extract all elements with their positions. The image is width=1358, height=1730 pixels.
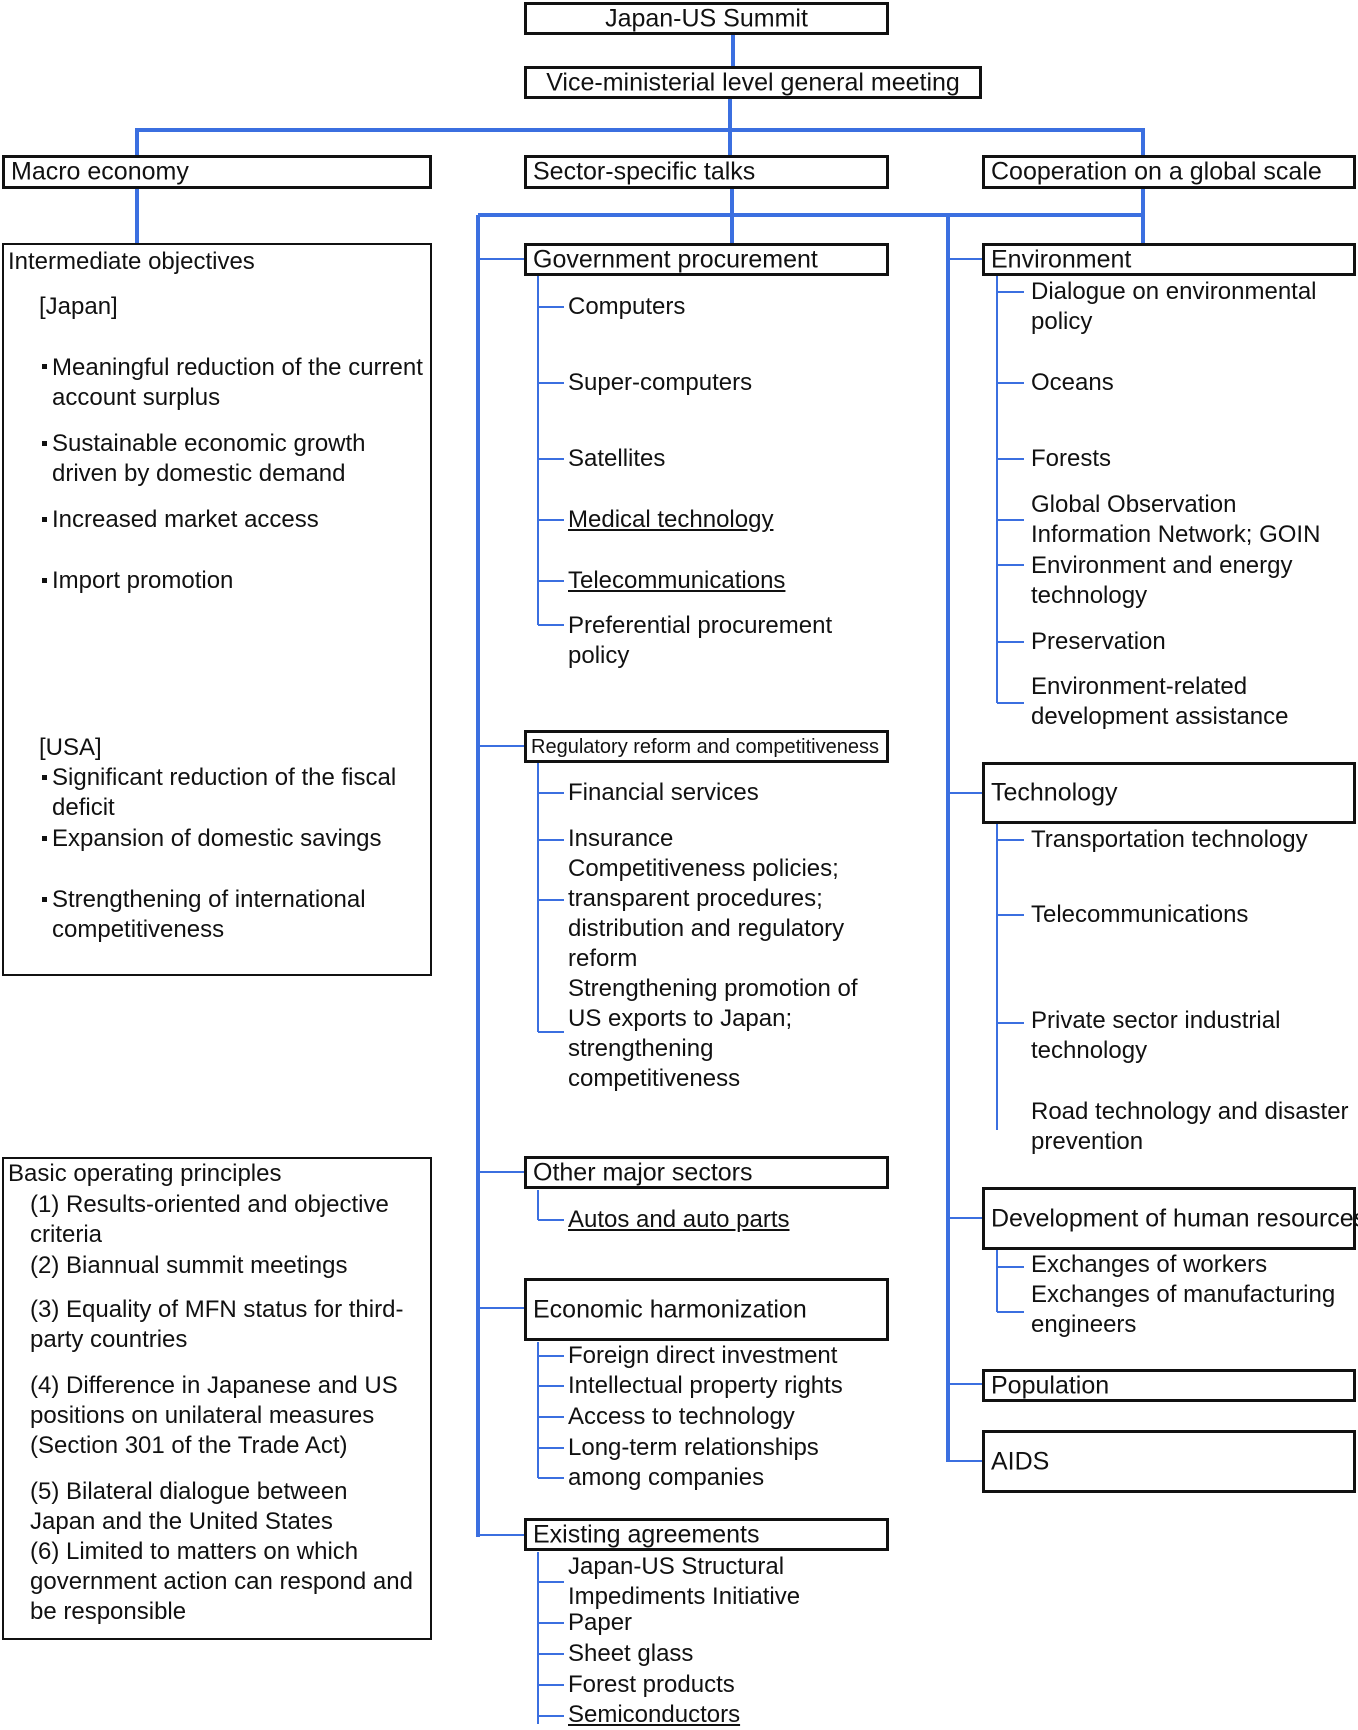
environment-box: Environment xyxy=(982,243,1356,276)
technology-label: Technology xyxy=(991,778,1118,807)
reg-item: Financial services xyxy=(568,779,759,806)
other-item: Autos and auto parts xyxy=(568,1206,790,1233)
existing-agreements-box: Existing agreements xyxy=(524,1518,889,1551)
exist-item: Sheet glass xyxy=(568,1640,694,1667)
regulatory-reform-box: Regulatory reform and competitiveness xyxy=(524,730,889,763)
gov-item: Preferential procurement policy xyxy=(568,612,833,669)
macro-economy-label: Macro economy xyxy=(11,157,189,186)
other-sectors-box: Other major sectors xyxy=(524,1156,889,1189)
principle-item: (4) Difference in Japanese and US positi… xyxy=(30,1372,398,1459)
principle-item: (2) Biannual summit meetings xyxy=(30,1252,348,1279)
sector-talks-label: Sector-specific talks xyxy=(533,157,756,186)
harm-item: Long-term relationships among companies xyxy=(568,1434,819,1491)
principles-box xyxy=(2,1157,432,1640)
env-item: Global Observation Information Network; … xyxy=(1031,491,1321,548)
government-procurement-box: Government procurement xyxy=(524,243,889,276)
env-item: Oceans xyxy=(1031,369,1114,396)
tech-item: Telecommunications xyxy=(1031,901,1249,928)
intermediate-objectives-box xyxy=(2,243,432,976)
env-item: Dialogue on environmental policy xyxy=(1031,278,1317,335)
government-procurement-label: Government procurement xyxy=(533,245,818,273)
human-resources-label: Development of human resources xyxy=(991,1204,1358,1232)
global-cooperation-label: Cooperation on a global scale xyxy=(991,157,1322,186)
bullet-icon xyxy=(42,775,47,780)
gov-item: Satellites xyxy=(568,445,666,472)
exist-item: Japan-US Structural Impediments Initiati… xyxy=(568,1553,801,1610)
exist-item: Paper xyxy=(568,1609,633,1636)
other-sectors-label: Other major sectors xyxy=(533,1158,753,1186)
japan-objective: Increased market access xyxy=(52,506,319,533)
bullet-icon xyxy=(42,897,47,902)
gov-item: Telecommunications xyxy=(568,567,786,594)
tech-item: Transportation technology xyxy=(1031,826,1308,853)
aids-box: AIDS xyxy=(982,1430,1356,1493)
vice-ministerial-box: Vice-ministerial level general meeting xyxy=(524,66,982,99)
japan-objective: Import promotion xyxy=(52,567,234,594)
usa-objective: Expansion of domestic savings xyxy=(52,825,382,852)
hr-item: Exchanges of workers Exchanges of manufa… xyxy=(1031,1251,1336,1338)
regulatory-reform-label: Regulatory reform and competitiveness xyxy=(531,735,879,758)
harm-item: Foreign direct investment xyxy=(568,1342,838,1369)
exist-item: Semiconductors xyxy=(568,1701,741,1728)
reg-item: Insurance Competitiveness policies; tran… xyxy=(568,825,858,1092)
japan-objective: Sustainable economic growth driven by do… xyxy=(52,430,366,487)
bullet-icon xyxy=(42,517,47,522)
bullet-icon xyxy=(42,578,47,583)
env-item: Environment and energy technology xyxy=(1031,552,1293,609)
population-label: Population xyxy=(991,1371,1110,1399)
aids-label: AIDS xyxy=(991,1447,1050,1475)
intermediate-objectives-title: Intermediate objectives xyxy=(8,248,255,275)
existing-agreements-label: Existing agreements xyxy=(533,1520,760,1548)
global-cooperation-box: Cooperation on a global scale xyxy=(982,155,1356,189)
population-box: Population xyxy=(982,1369,1356,1402)
bullet-icon xyxy=(42,836,47,841)
env-item: Environment-related development assistan… xyxy=(1031,673,1289,730)
env-item: Forests xyxy=(1031,445,1112,472)
economic-harmonization-box: Economic harmonization xyxy=(524,1278,889,1341)
gov-item: Medical technology xyxy=(568,506,774,533)
environment-label: Environment xyxy=(991,245,1132,273)
harm-item: Access to technology xyxy=(568,1403,795,1430)
summit-label: Japan-US Summit xyxy=(605,4,808,32)
sector-talks-box: Sector-specific talks xyxy=(524,155,889,189)
usa-objective: Strengthening of international competiti… xyxy=(52,886,366,943)
tech-item: Road technology and disaster prevention xyxy=(1031,1098,1349,1155)
principle-item: (5) Bilateral dialogue between Japan and… xyxy=(30,1478,413,1625)
vice-ministerial-label: Vice-ministerial level general meeting xyxy=(546,68,960,96)
macro-economy-box: Macro economy xyxy=(2,155,432,189)
usa-label: [USA] xyxy=(39,734,102,761)
bullet-icon xyxy=(42,441,47,446)
env-item: Preservation xyxy=(1031,628,1166,655)
bullet-icon xyxy=(42,364,47,369)
tech-item: Private sector industrial technology xyxy=(1031,1007,1281,1064)
summit-box: Japan-US Summit xyxy=(524,2,889,35)
principle-item: (1) Results-oriented and objective crite… xyxy=(30,1191,389,1248)
economic-harmonization-label: Economic harmonization xyxy=(533,1295,807,1323)
gov-item: Super-computers xyxy=(568,369,753,396)
japan-label: [Japan] xyxy=(39,293,118,320)
usa-objective: Significant reduction of the fiscal defi… xyxy=(52,764,397,821)
principles-title: Basic operating principles xyxy=(8,1160,282,1187)
japan-objective: Meaningful reduction of the current acco… xyxy=(52,354,423,411)
harm-item: Intellectual property rights xyxy=(568,1372,843,1399)
principle-item: (3) Equality of MFN status for third- pa… xyxy=(30,1296,404,1353)
human-resources-box: Development of human resources xyxy=(982,1187,1358,1250)
gov-item: Computers xyxy=(568,293,686,320)
exist-item: Forest products xyxy=(568,1671,735,1698)
technology-box: Technology xyxy=(982,762,1356,824)
